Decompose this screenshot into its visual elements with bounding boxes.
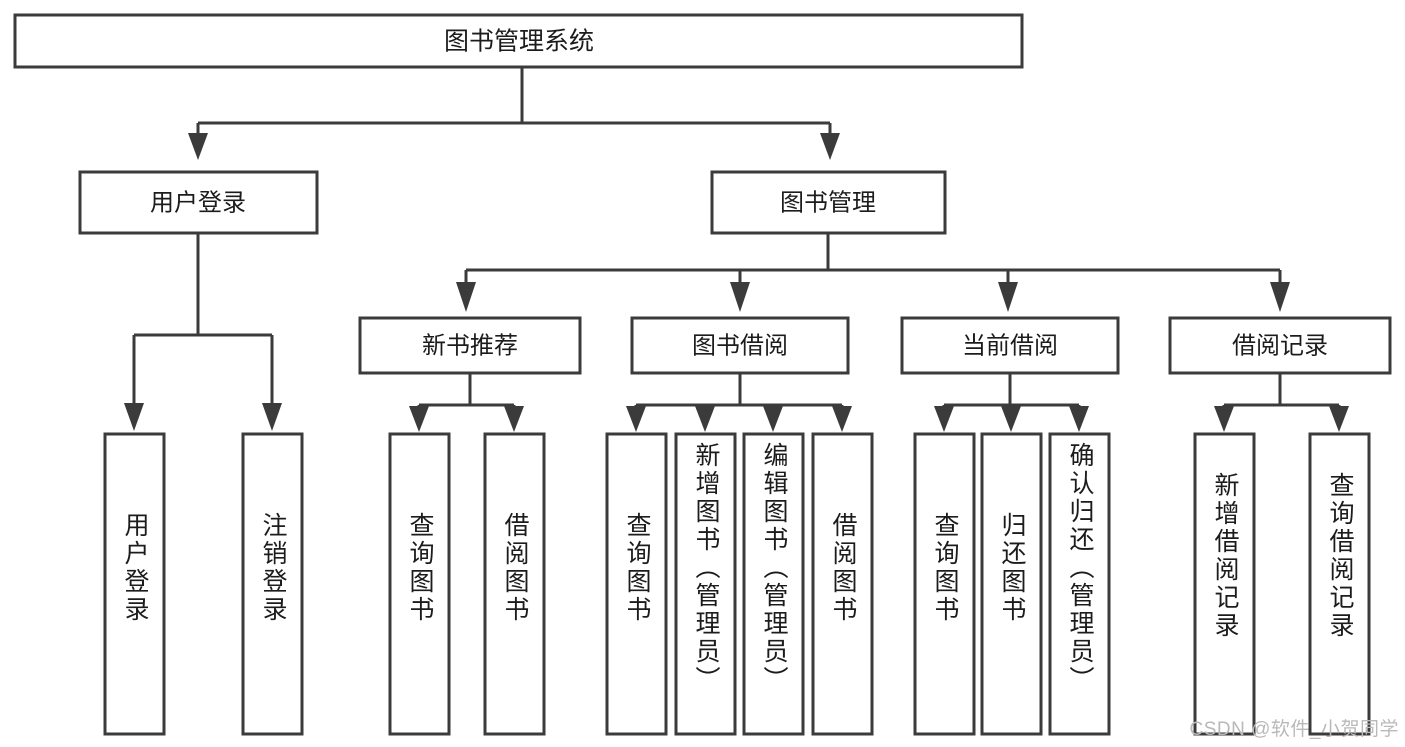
node-book-borrow[interactable]: 图书借阅 — [630, 316, 850, 375]
arrow-head-bookmanage — [820, 133, 840, 160]
arrow-head-leaf-user-login — [124, 403, 144, 431]
arrow-head-leaf-add-book — [695, 406, 715, 432]
node-borrow-record[interactable]: 借阅记录 — [1168, 316, 1392, 375]
leaf-box-add-record[interactable] — [1193, 432, 1256, 736]
arrow-head-book-borrow — [730, 282, 750, 312]
leaf-box-edit-book[interactable] — [742, 432, 805, 736]
arrow-head-leaf-return-book — [1001, 406, 1021, 432]
arrow-head-leaf-query-book-2 — [626, 406, 646, 432]
leaf-box-query-book-1[interactable] — [388, 432, 451, 736]
node-user-login-label: 用户登录 — [150, 189, 246, 216]
arrow-head-leaf-query-record — [1329, 406, 1349, 432]
node-book-borrow-label: 图书借阅 — [692, 332, 788, 359]
leaf-box-return-book[interactable] — [980, 432, 1043, 736]
leaf-box-query-book-3[interactable] — [913, 432, 976, 736]
leaf-box-user-login[interactable] — [103, 432, 166, 736]
node-new-book-recommend-label: 新书推荐 — [422, 332, 518, 359]
leaf-box-borrow-book-2[interactable] — [811, 432, 874, 736]
leaf-box-add-book[interactable] — [674, 432, 737, 736]
node-root[interactable]: 图书管理系统 — [13, 13, 1024, 69]
arrow-head-leaf-borrow-book-1 — [504, 406, 524, 432]
leaf-box-query-record[interactable] — [1308, 432, 1371, 736]
arrow-head-leaf-logout — [262, 403, 282, 431]
arrow-head-leaf-confirm-return — [1069, 406, 1089, 432]
node-current-borrow-label: 当前借阅 — [962, 332, 1058, 359]
arrow-head-leaf-borrow-book-2 — [832, 406, 852, 432]
arrow-head-leaf-edit-book — [763, 406, 783, 432]
arrow-head-userlogin — [188, 133, 208, 160]
arrow-head-current-borrow — [998, 282, 1018, 312]
leaf-box-confirm-return[interactable] — [1048, 432, 1111, 736]
node-new-book-recommend[interactable]: 新书推荐 — [358, 316, 582, 375]
arrow-head-leaf-query-book-1 — [409, 406, 429, 432]
leaf-box-borrow-book-1[interactable] — [483, 432, 546, 736]
node-book-manage-label: 图书管理 — [780, 189, 876, 216]
leaf-box-logout[interactable] — [241, 432, 304, 736]
arrow-head-leaf-query-book-3 — [934, 406, 954, 432]
leaf-box-query-book-2[interactable] — [605, 432, 668, 736]
arrow-head-borrow-record — [1270, 282, 1290, 312]
csdn-watermark: CSDN @软件_小贺同学 — [1189, 719, 1399, 740]
node-current-borrow[interactable]: 当前借阅 — [900, 316, 1120, 375]
arrow-head-leaf-add-record — [1214, 406, 1234, 432]
node-user-login[interactable]: 用户登录 — [78, 170, 319, 235]
node-book-manage[interactable]: 图书管理 — [710, 170, 947, 235]
node-root-label: 图书管理系统 — [444, 28, 594, 56]
node-borrow-record-label: 借阅记录 — [1232, 332, 1328, 359]
arrow-head-new-book-recommend — [456, 282, 476, 312]
